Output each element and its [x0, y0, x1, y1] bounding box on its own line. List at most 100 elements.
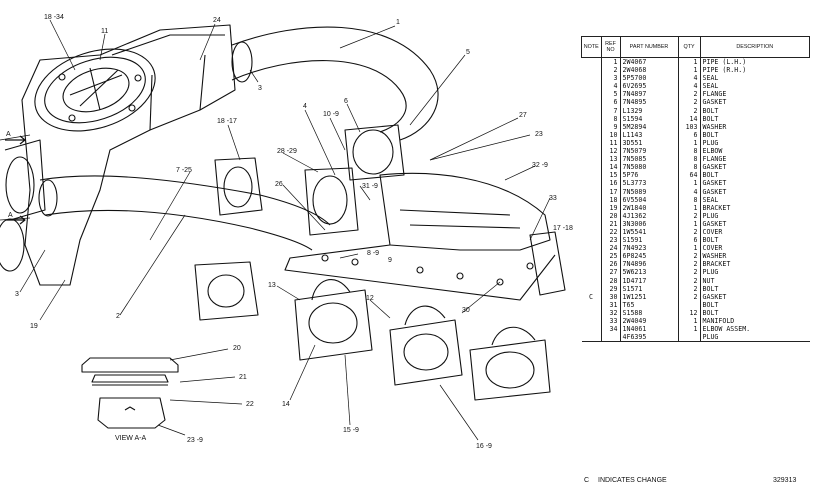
- view-arrows: [5, 135, 26, 225]
- cell-qty: 8: [678, 147, 701, 156]
- callout-14: 14: [282, 401, 290, 408]
- cell-note: [581, 171, 602, 180]
- cell-note: [581, 57, 602, 67]
- cell-desc: PIPE (R.H.): [702, 66, 747, 75]
- pipe-flanges: [214, 124, 405, 236]
- cell-desc: PLUG: [700, 333, 810, 343]
- cell-part: L1143: [620, 130, 679, 139]
- cell-qty: 2: [678, 98, 701, 107]
- cell-desc: PIPE (L.H.): [702, 58, 747, 66]
- cell-ref: 4: [601, 82, 621, 91]
- cell-desc: BOLT: [702, 284, 719, 293]
- cell-desc: FLANGE: [702, 155, 727, 164]
- cell-qty: 2: [678, 252, 701, 261]
- cell-ref: 3: [601, 74, 621, 83]
- cell-ref: 31: [601, 300, 621, 309]
- cell-note: [581, 82, 602, 91]
- cell-ref: 22: [601, 227, 621, 237]
- cell-qty: 4: [678, 82, 701, 91]
- cell-part: 5P76: [620, 171, 679, 180]
- callout-17-18: 17 -18: [553, 225, 573, 232]
- cell-ref: 14: [601, 163, 621, 172]
- cell-part: 3N3006: [620, 219, 679, 228]
- cell-part: 7N4896: [620, 260, 679, 269]
- cell-ref: 32: [601, 308, 621, 317]
- cell-ref: 17: [601, 187, 621, 196]
- cell-qty: 2: [678, 227, 701, 237]
- cell-ref: 18: [601, 195, 621, 204]
- leader-lines: [0, 19, 551, 441]
- cell-part: S1594: [620, 114, 679, 123]
- cell-part: T65: [620, 300, 679, 309]
- cell-ref: 26: [601, 260, 621, 269]
- cell-qty: 2: [678, 292, 701, 301]
- cell-desc: GASKET: [702, 98, 727, 107]
- legend-text: INDICATES CHANGE: [598, 477, 667, 484]
- callout-23-9: 23 -9: [187, 437, 203, 444]
- cell-note: C: [581, 292, 602, 301]
- cell-ref: 8: [601, 114, 621, 123]
- callout-15-9: 15 -9: [343, 427, 359, 434]
- callout-12: 12: [366, 295, 374, 302]
- cell-desc: PLUG: [702, 138, 719, 147]
- cell-desc: COVER: [702, 227, 723, 236]
- callout-24: 24: [213, 17, 221, 24]
- cell-note: [581, 236, 602, 245]
- cell-ref: 16: [601, 179, 621, 188]
- callout-4: 4: [303, 103, 307, 110]
- cell-ref: 9: [601, 122, 621, 131]
- cell-note: [581, 308, 602, 317]
- cell-desc: ELBOW ASSEM.: [702, 325, 751, 334]
- cell-part: L1329: [620, 106, 679, 115]
- cell-note: [581, 300, 602, 309]
- cell-desc: COVER: [702, 244, 723, 253]
- side-flanges: [0, 139, 46, 272]
- callout-30: 30: [462, 307, 470, 314]
- cell-note: [581, 187, 602, 196]
- cell-part: 5P5700: [620, 74, 679, 83]
- cell-note: [581, 74, 602, 83]
- cell-part: S1588: [620, 308, 679, 317]
- cell-ref: 2: [601, 66, 621, 75]
- cell-ref: 33: [601, 317, 621, 326]
- cell-part: 1D4717: [620, 276, 679, 285]
- cell-qty: 8: [678, 195, 701, 204]
- cell-note: [581, 203, 602, 212]
- callout-a-bottom: A: [8, 212, 13, 219]
- header-description: DESCRIPTION: [699, 36, 810, 58]
- cell-part: 7N5080: [620, 163, 679, 172]
- callout-a-top: A: [6, 131, 11, 138]
- elbow-assembly: [21, 24, 236, 286]
- manifold: [284, 172, 566, 301]
- callout-26: 26: [275, 181, 283, 188]
- cell-note: [581, 130, 602, 139]
- cell-desc: GASKET: [702, 179, 727, 188]
- callout-27: 27: [519, 112, 527, 119]
- cell-qty: 1: [678, 317, 701, 326]
- top-flange: [34, 48, 156, 132]
- view-label: VIEW A-A: [115, 435, 146, 442]
- pipe-lh: [231, 26, 439, 141]
- callout-13: 13: [268, 282, 276, 289]
- cell-note: [581, 179, 602, 188]
- cell-note: [581, 147, 602, 156]
- cell-part: 6V5504: [620, 195, 679, 204]
- callout-16-9: 16 -9: [476, 443, 492, 450]
- cell-qty: 2: [678, 260, 701, 269]
